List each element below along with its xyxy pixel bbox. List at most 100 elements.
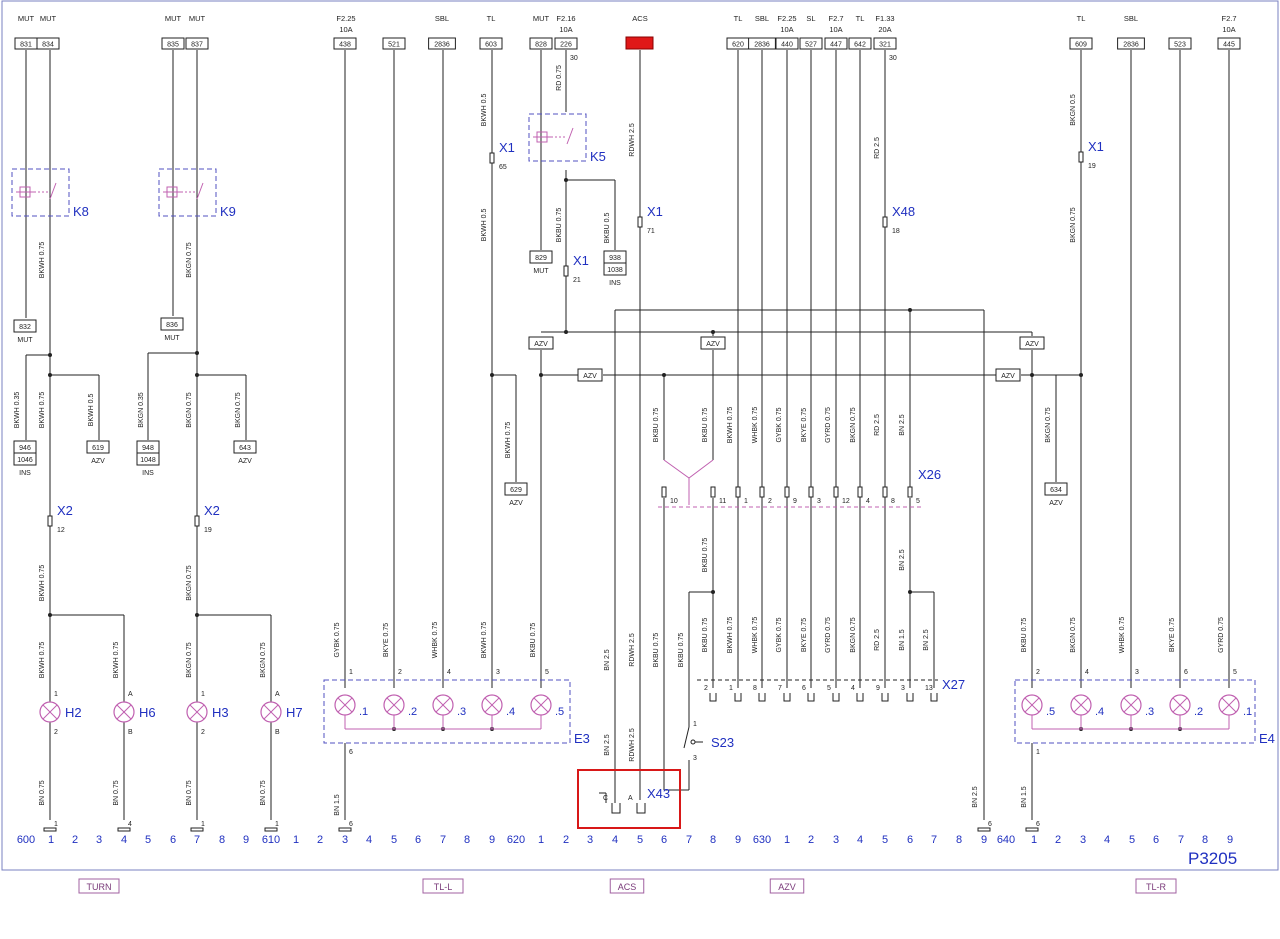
ground-pin-number: 1 (54, 821, 58, 828)
wire-label: BN 1.5 (334, 794, 341, 816)
wire-label: BKWH 0.75 (727, 407, 734, 444)
x26-label: X26 (918, 467, 941, 482)
fuse-box (554, 37, 578, 50)
top-label: SL (806, 14, 815, 23)
lamp-pin: 1 (349, 669, 353, 676)
connector-pin: 12 (57, 527, 65, 534)
wire-label: GYRD 0.75 (825, 407, 832, 443)
x27-pin-number: 7 (778, 685, 782, 692)
fuse-box-label: 521 (388, 42, 400, 49)
grid-number: 8 (464, 834, 470, 846)
wire-label: BKBU 0.75 (702, 538, 709, 573)
x26-pin (784, 486, 790, 498)
x27-pin (758, 693, 766, 702)
wire-label: BN 2.5 (899, 549, 906, 571)
connector-pin: 19 (204, 527, 212, 534)
x26-pin (857, 486, 863, 498)
acs-red-box (625, 36, 654, 50)
wire-label: BKGN 0.75 (850, 407, 857, 443)
wire-label: BKGN 0.75 (186, 392, 193, 428)
fuse-box-label: 609 (1075, 42, 1087, 49)
wire-label: BKGN 0.35 (138, 392, 145, 428)
grid-number: 9 (735, 834, 741, 846)
top-label: 10A (559, 25, 572, 34)
grid-number: 9 (489, 834, 495, 846)
wire-label: BN 0.75 (39, 780, 46, 805)
grid-number: 3 (96, 834, 102, 846)
lamp-pin: 2 (54, 729, 58, 736)
section-tab (78, 878, 120, 894)
connector-box-label: 829 (535, 255, 547, 262)
x26-pin-number: 10 (670, 498, 678, 505)
x27-pin-number: 6 (802, 685, 806, 692)
fuse-box-label: 440 (781, 42, 793, 49)
section-tab (422, 878, 464, 894)
connector-box-label: 832 (19, 324, 31, 331)
relay-label: K8 (73, 204, 89, 219)
x27-pin-number: 3 (901, 685, 905, 692)
x43-highlight-frame (577, 769, 681, 829)
section-tab-label: ACS (618, 882, 637, 892)
ground-pin (338, 827, 352, 832)
top-label: MUT (18, 14, 35, 23)
connector-symbol (1078, 151, 1084, 163)
connector-box-label: 1048 (140, 457, 156, 464)
wire-label: BKWH 0.5 (481, 94, 488, 127)
connector-box (233, 440, 257, 454)
wire-label: BKBU 0.75 (1021, 618, 1028, 653)
lamp-pin: A (128, 691, 133, 698)
connector-box-sub: AZV (509, 500, 523, 507)
lamp-index: .2 (1194, 706, 1203, 718)
lamp-index: .5 (1046, 706, 1055, 718)
grid-number: 4 (121, 834, 127, 846)
top-label: F2.7 (828, 14, 843, 23)
connector-box (136, 452, 160, 466)
connector-box (504, 482, 528, 496)
fuse-box-label: 620 (732, 42, 744, 49)
connector-box-sub: INS (19, 470, 31, 477)
grid-number: 8 (219, 834, 225, 846)
top-label: 10A (780, 25, 793, 34)
x26-pin (710, 486, 716, 498)
lamp-pin: B (128, 729, 133, 736)
lamp-index: .4 (1095, 706, 1104, 718)
fuse-box (382, 37, 406, 50)
section-tab (609, 878, 645, 894)
wire-label: BKYE 0.75 (801, 618, 808, 652)
wire-label: BKGN 0.5 (1070, 94, 1077, 126)
x27-pin-number: 1 (729, 685, 733, 692)
ground-pin-number: 6 (349, 821, 353, 828)
x27-pin (881, 693, 889, 702)
wire-label: BN 1.5 (1021, 786, 1028, 808)
azv-box-label: AZV (706, 341, 720, 348)
connector-box (86, 440, 110, 454)
wire-label: GYRD 0.75 (825, 617, 832, 653)
lamp-pin: 1 (201, 691, 205, 698)
ground-pin-number: 6 (988, 821, 992, 828)
connector-label: X2 (204, 503, 220, 518)
top-label: TL (487, 14, 496, 23)
fuse-box (161, 37, 185, 50)
ground-pin (43, 827, 57, 832)
lamp-group-frame (323, 679, 571, 744)
top-label: F1.33 (875, 14, 894, 23)
s23-pin1: 1 (693, 721, 697, 728)
x26-pin (759, 486, 765, 498)
x27-pin-number: 4 (851, 685, 855, 692)
fuse-box-label: 2836 (434, 42, 450, 49)
page-frame (1, 0, 1279, 871)
lamp-index: .5 (555, 706, 564, 718)
wire-label: GYBK 0.75 (776, 617, 783, 652)
fuse-box-label: 828 (535, 42, 547, 49)
azv-box-label: AZV (1001, 373, 1015, 380)
grid-number: 2 (1055, 834, 1061, 846)
connector-box-label: 836 (166, 322, 178, 329)
wire-label: BKWH 0.75 (481, 622, 488, 659)
connector-boxes: 832MUT836MUT619AZV643AZV9461046INS948104… (13, 250, 1068, 507)
x27-pin (807, 693, 815, 702)
top-label: F2.25 (336, 14, 355, 23)
grid-number: 6 (1153, 834, 1159, 846)
